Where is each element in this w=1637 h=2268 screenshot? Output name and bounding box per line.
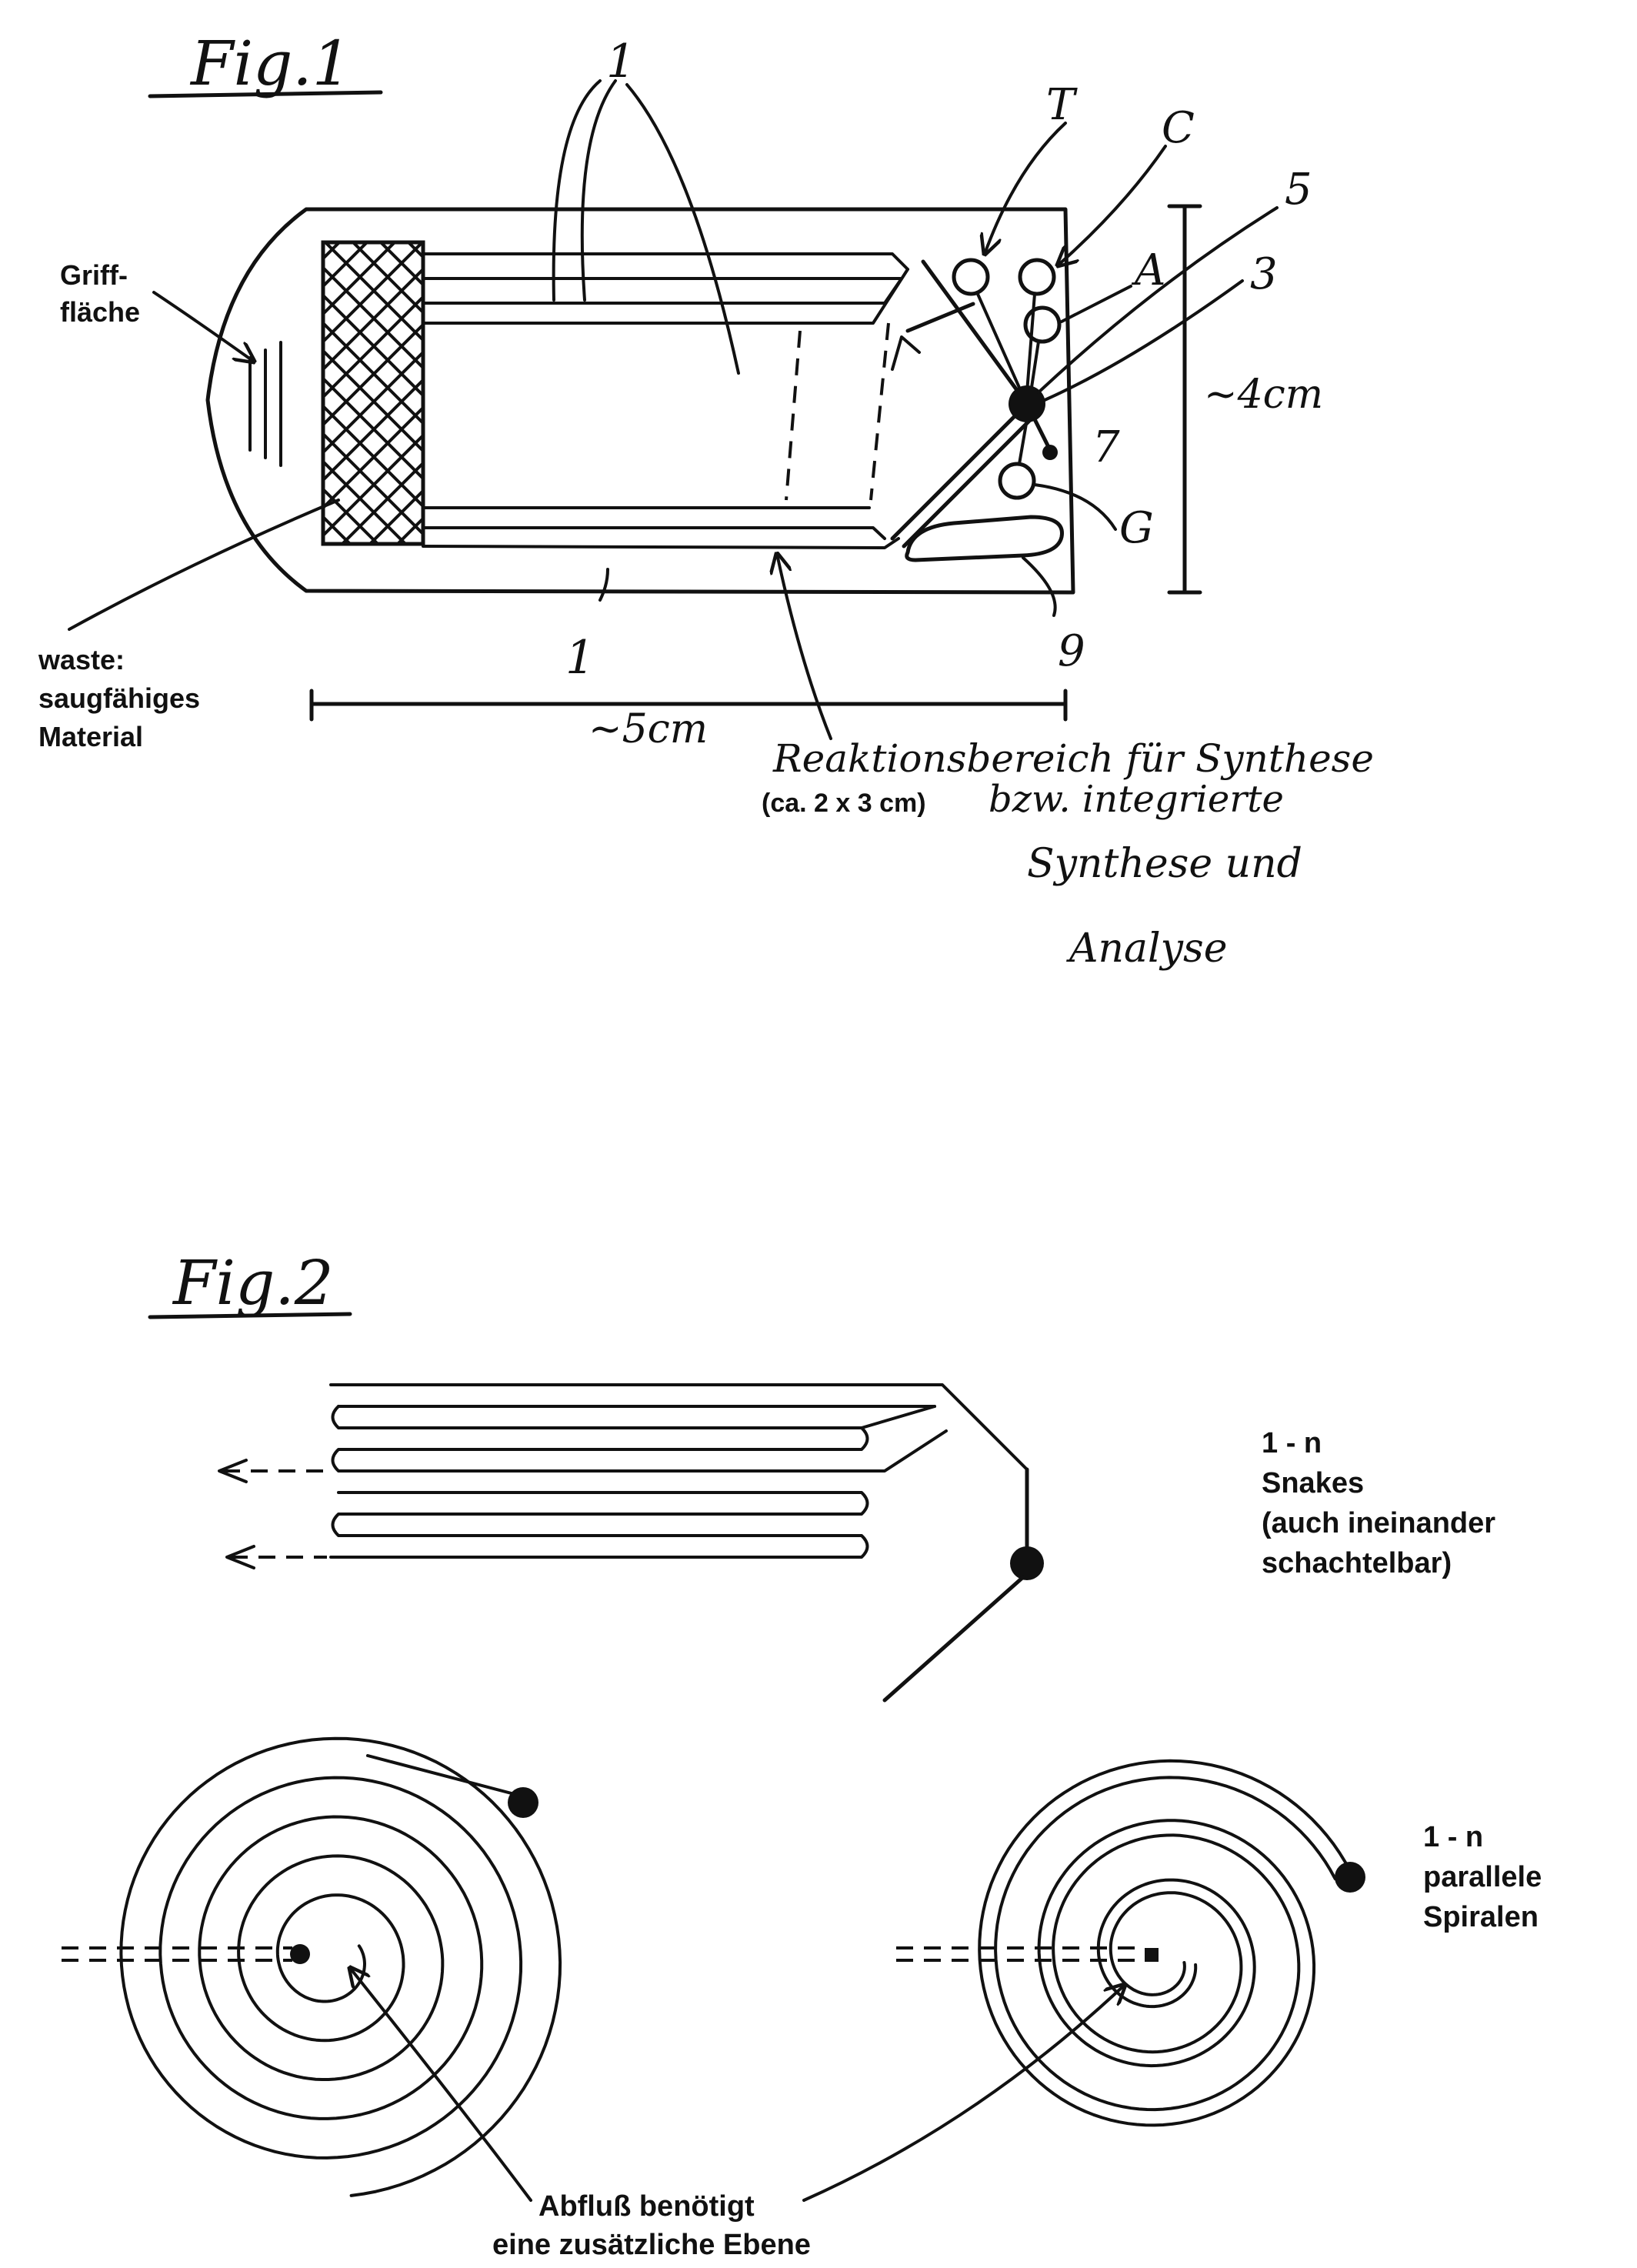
fig1: Fig.1	[38, 28, 1374, 972]
spiral-right-inlet-node	[1335, 1862, 1365, 1893]
upper-channels	[423, 254, 908, 323]
spirals-label-3: Spiralen	[1423, 1901, 1539, 1933]
ref-T: T	[1046, 80, 1078, 130]
reservoir-G	[1000, 464, 1034, 498]
reaction-label-1: Reaktionsbereich für Synthese	[772, 736, 1374, 781]
dim-width-label: ~5cm	[588, 706, 708, 752]
spiral-left-feed	[368, 1756, 523, 1796]
reaction-area-wedge	[892, 337, 919, 369]
dim-height-label: ~4cm	[1204, 372, 1323, 418]
spiral-left-center-drain	[290, 1944, 310, 1964]
drain-label-2: eine zusätzliche Ebene	[492, 2229, 811, 2261]
reaction-label-4: Analyse	[1066, 926, 1228, 972]
snake-channels	[331, 1385, 1027, 1557]
feed-line-upper	[923, 262, 1027, 404]
reaction-size: (ca. 2 x 3 cm)	[762, 789, 926, 818]
ref-1-bottom: 1	[565, 631, 595, 685]
ref-1-top: 1	[606, 35, 635, 88]
ref-3: 3	[1250, 249, 1278, 299]
label-waste-1: waste:	[38, 644, 125, 675]
fig2: Fig.2 1 - n	[62, 1247, 1542, 2261]
spirals-label-2: parallele	[1423, 1861, 1542, 1893]
reaction-area-dashed-left	[786, 331, 800, 500]
label-griff-2: fläche	[60, 296, 140, 328]
label-waste-2: saugfähiges	[38, 682, 200, 714]
snake-inlet-node	[1010, 1546, 1044, 1580]
spiral-left	[121, 1739, 560, 2196]
spiral-left-inlet-node	[508, 1787, 538, 1818]
chamber-9	[907, 517, 1062, 560]
ref-9: 9	[1058, 626, 1085, 676]
snakes-label-4: schachtelbar)	[1262, 1547, 1452, 1579]
ref-5: 5	[1285, 165, 1312, 215]
snake-feed-line	[885, 1577, 1023, 1700]
ref-C: C	[1162, 103, 1195, 153]
drain-label-1: Abfluß benötigt	[538, 2190, 755, 2223]
fig2-title: Fig.2	[172, 1247, 334, 1319]
spiral-right-outer	[979, 1761, 1350, 2126]
reaction-label-2: bzw. integrierte	[989, 778, 1284, 821]
fig1-title: Fig.1	[189, 28, 352, 99]
ref-7: 7	[1092, 422, 1120, 472]
reservoir-T	[954, 260, 988, 294]
outlet-7-dot	[1042, 445, 1058, 460]
spirals-label-1: 1 - n	[1423, 1821, 1483, 1853]
snakes-label-1: 1 - n	[1262, 1427, 1322, 1459]
reservoir-C	[1020, 260, 1054, 294]
spiral-right-center-drain	[1145, 1948, 1159, 1962]
label-waste-3: Material	[38, 721, 143, 752]
lower-channels	[423, 508, 899, 548]
reaction-area-dashed-right	[871, 323, 889, 500]
snakes-label-3: (auch ineinander	[1262, 1507, 1495, 1539]
snakes-label-2: Snakes	[1262, 1467, 1364, 1499]
label-griff-1: Griff-	[60, 259, 128, 291]
ref-G: G	[1119, 503, 1154, 553]
ref-A: A	[1131, 245, 1165, 295]
reaction-label-3: Synthese und	[1027, 841, 1302, 887]
feed-line-lower-2	[904, 419, 1031, 546]
